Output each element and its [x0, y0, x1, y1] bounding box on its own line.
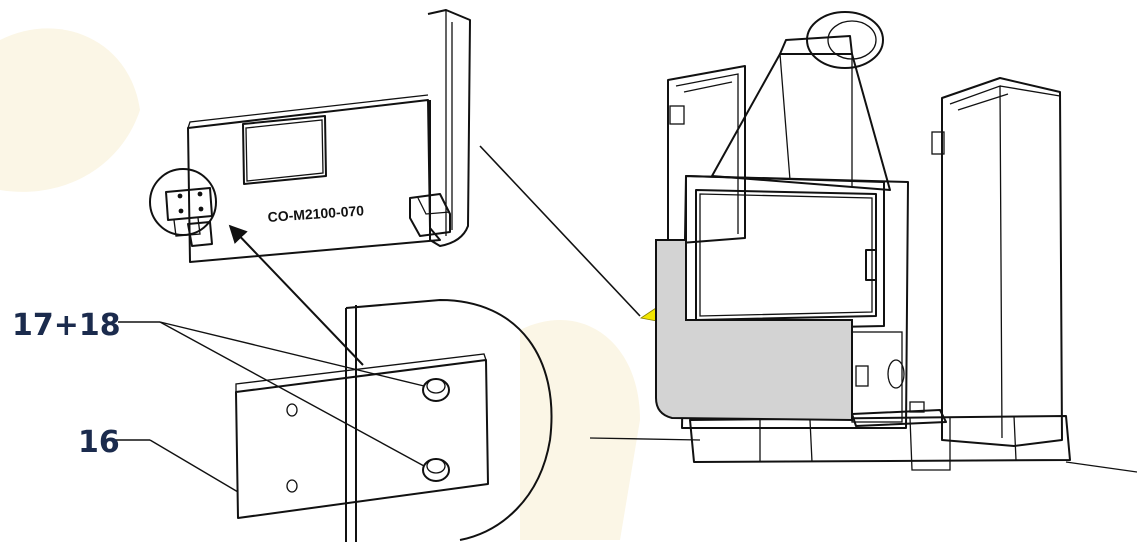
fireplace-assembly — [589, 11, 1137, 473]
callout-bolts-label: 17+18 — [12, 308, 121, 343]
enlarged-detail — [235, 299, 553, 542]
plate-hole — [286, 479, 298, 493]
side-panel-part: CO-M2100-070 — [149, 9, 471, 263]
detail-pointer-arrow — [228, 224, 364, 366]
callout-plate-label: 16 — [78, 425, 120, 460]
hinge-plate-small — [165, 187, 213, 237]
bolt-upper — [422, 378, 450, 402]
highlighted-side-panel — [655, 239, 853, 422]
detail-circle — [149, 168, 217, 236]
panel-location-leader — [479, 145, 641, 317]
callout-leaders — [110, 321, 425, 493]
bolt-lower — [422, 458, 450, 482]
plate-hole — [286, 403, 298, 417]
part-code-label: CO-M2100-070 — [267, 202, 365, 225]
watermark — [0, 28, 640, 540]
mounting-plate — [235, 359, 489, 519]
